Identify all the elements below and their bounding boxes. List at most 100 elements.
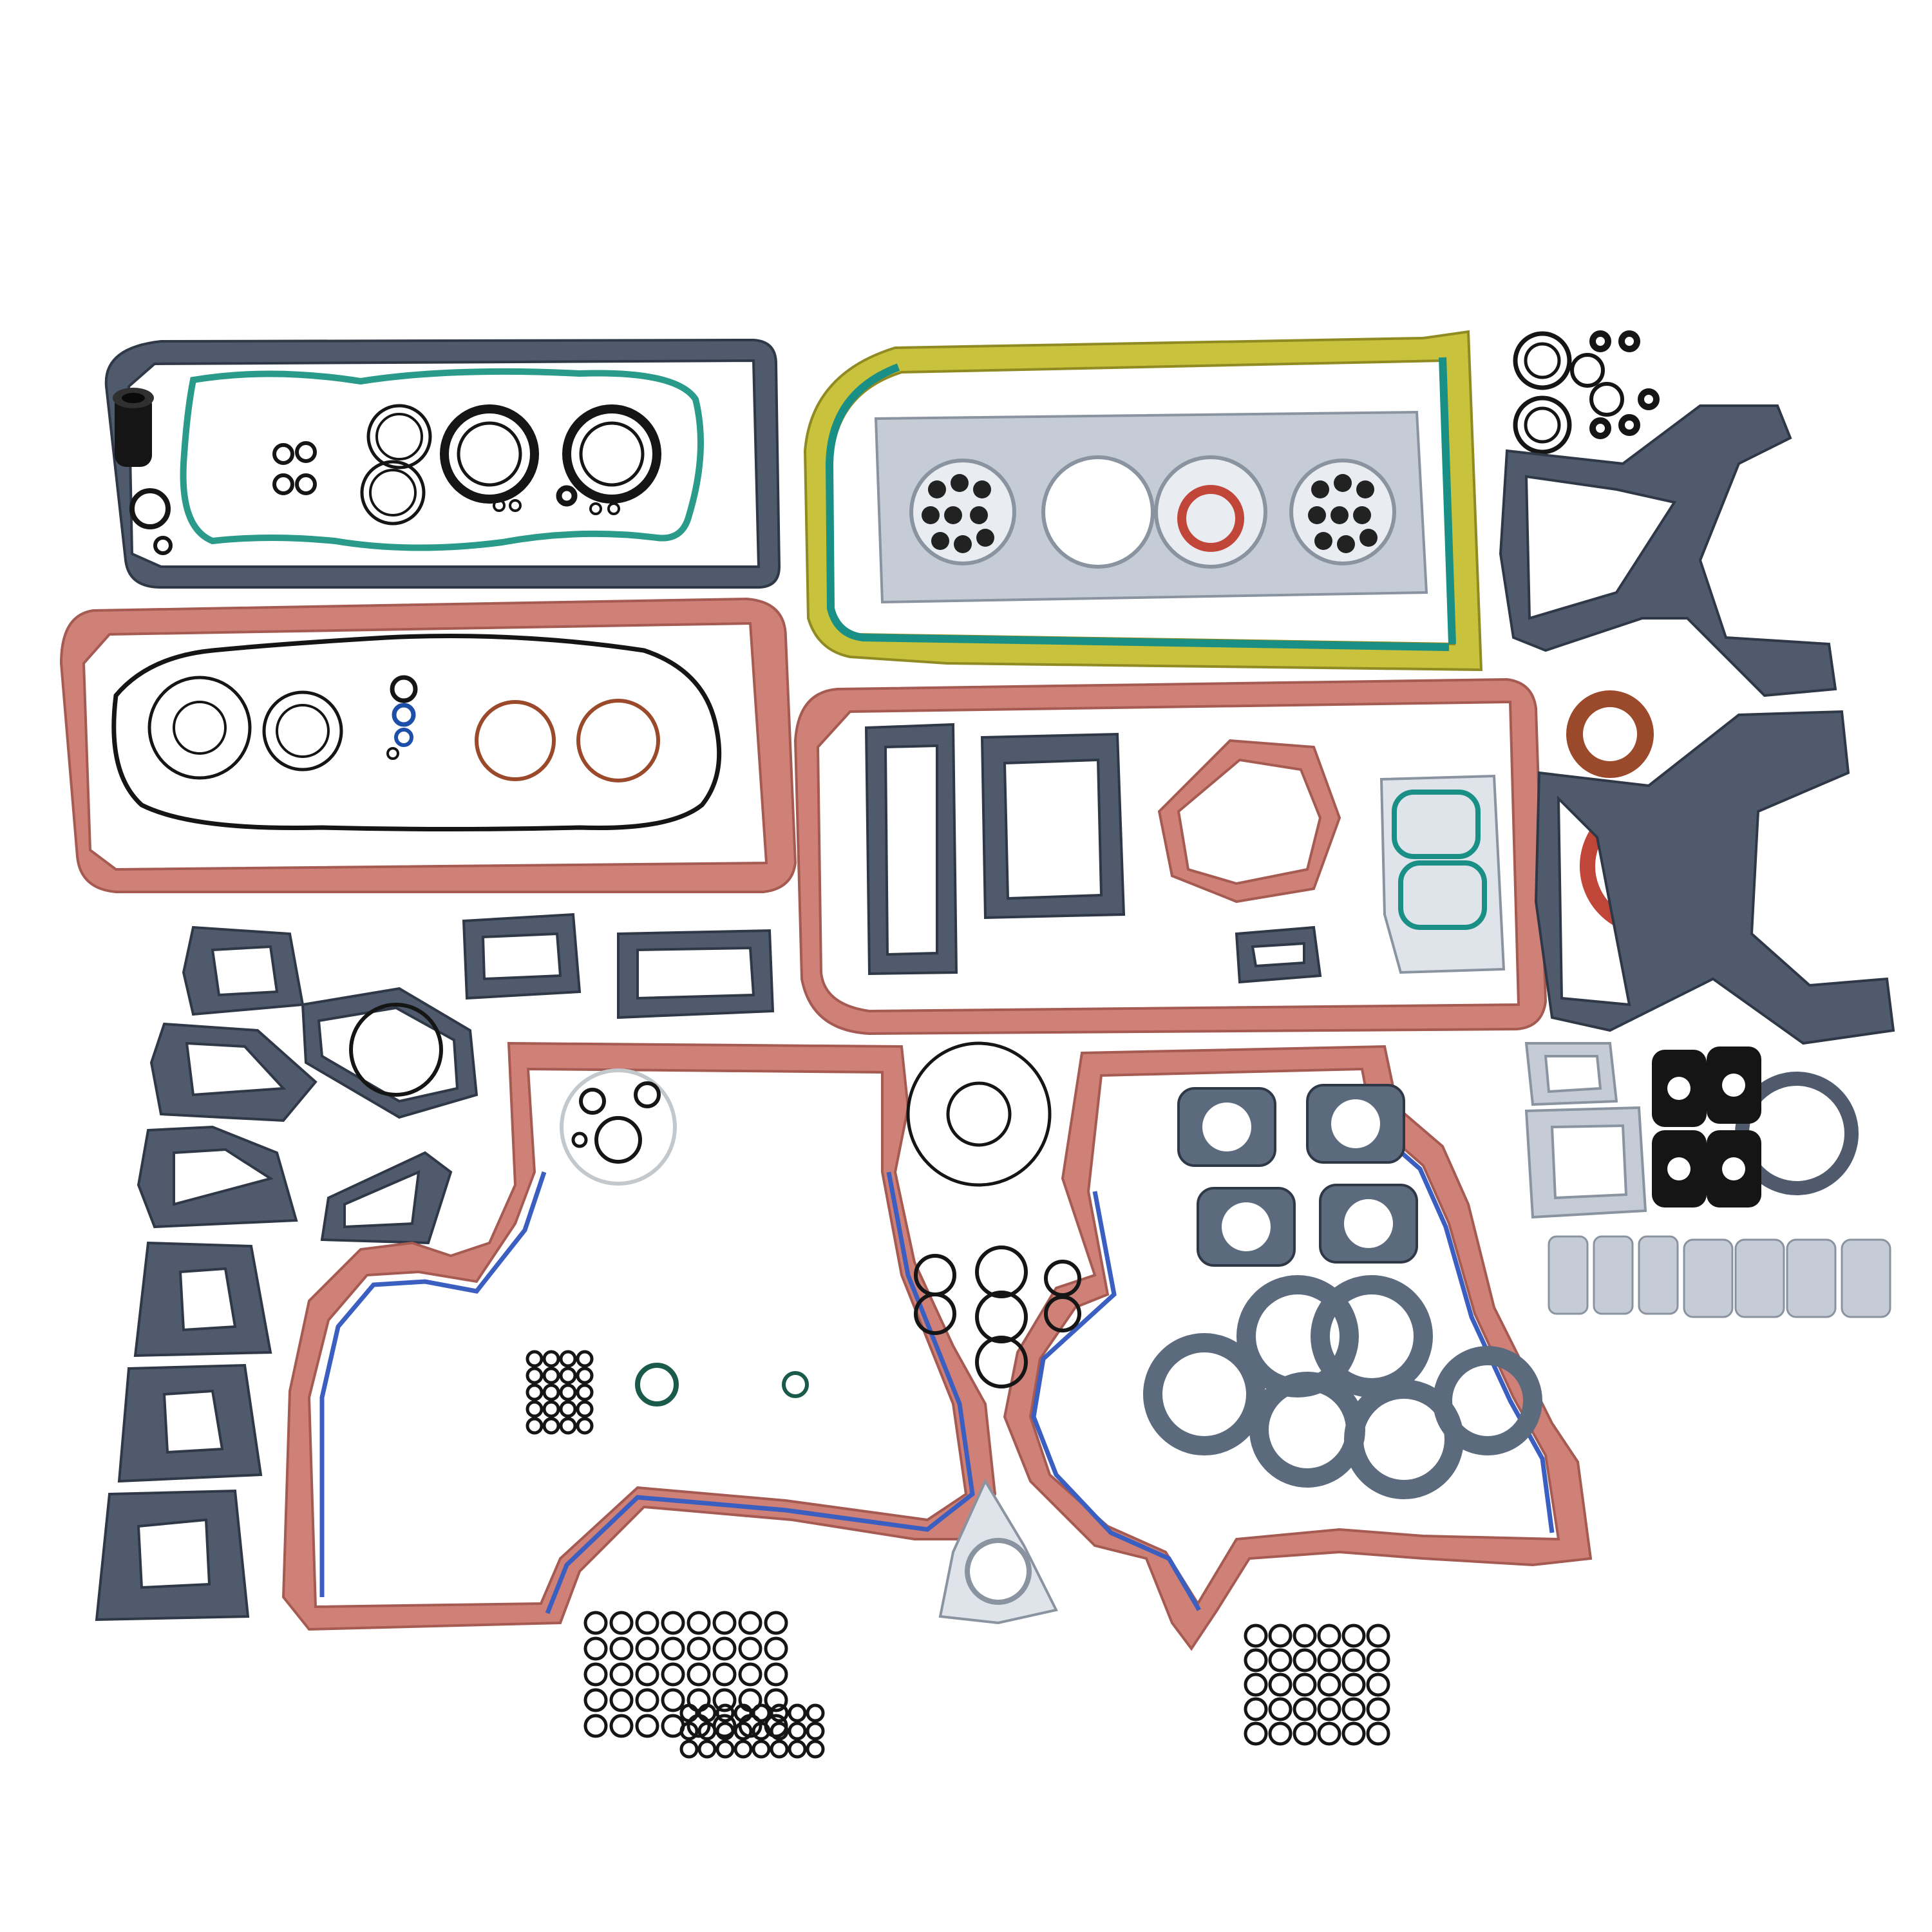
o-ring [1293,1721,1317,1746]
o-ring [1317,1721,1341,1746]
o-ring [1366,1697,1390,1721]
o-ring [576,1350,594,1368]
o-ring [576,1367,594,1385]
black-sleeve [113,388,154,467]
yellow-oil-pan-gasket [803,330,1483,672]
o-ring [583,1714,608,1738]
teal-valve-cover-seal [180,368,704,551]
o-ring [609,1636,634,1661]
left-middle-gaskets [301,913,775,1245]
right-small-gaskets [1524,1042,1891,1318]
o-ring [1293,1672,1317,1697]
o-ring [1341,1721,1366,1746]
o-ring [1317,1672,1341,1697]
o-ring [1366,1672,1390,1697]
o-ring [1366,1721,1390,1746]
o-ring [576,1400,594,1418]
o-ring [661,1662,685,1687]
o-ring [1268,1721,1293,1746]
timing-cover-gasket-upper [1499,404,1837,697]
red-oil-pan-gasket [59,597,797,893]
o-ring [679,1739,699,1759]
o-ring [712,1636,737,1661]
o-ring [542,1400,560,1418]
o-ring [734,1721,753,1741]
oring-group-top-left [129,404,661,555]
timing-cover-gasket-lower [1534,710,1895,1045]
o-ring [661,1611,685,1635]
oring-group-second-row [147,675,660,782]
o-ring [542,1383,560,1401]
o-ring [1268,1672,1293,1697]
oring-group-center [560,1041,1081,1406]
o-ring [1317,1697,1341,1721]
o-ring [609,1688,634,1712]
o-ring [1293,1697,1317,1721]
o-ring [1366,1648,1390,1672]
oring-clusters-bottom [526,1350,1390,1759]
o-ring [1341,1697,1366,1721]
o-ring [635,1611,659,1635]
o-ring [635,1714,659,1738]
o-ring [1244,1721,1268,1746]
o-ring [661,1688,685,1712]
o-ring [583,1662,608,1687]
o-ring [734,1703,753,1723]
o-ring [583,1636,608,1661]
o-ring [526,1350,544,1368]
o-ring [712,1611,737,1635]
valve-stem-seals [922,474,1378,553]
o-ring [559,1417,577,1435]
o-ring [770,1703,789,1723]
o-ring [764,1611,788,1635]
bottom-red-gasket-left [281,1041,997,1631]
o-ring [1317,1624,1341,1648]
o-ring [738,1662,762,1687]
o-ring [697,1703,717,1723]
o-ring [1293,1624,1317,1648]
o-ring [715,1721,735,1741]
o-ring [764,1636,788,1661]
o-ring [583,1688,608,1712]
o-ring [697,1721,717,1741]
o-ring [609,1611,634,1635]
oil-pan-gasket [104,338,781,589]
black-wavy-seal [111,634,722,831]
o-ring [806,1703,825,1723]
o-ring [1341,1672,1366,1697]
o-ring [738,1636,762,1661]
injector-sleeve-seals [1143,1275,1542,1499]
left-column-gaskets [95,925,317,1622]
dark-cover-gaskets-center [864,723,1341,984]
o-ring [687,1662,711,1687]
o-ring [1268,1624,1293,1648]
o-ring [770,1739,789,1759]
o-ring [609,1714,634,1738]
o-ring [770,1721,789,1741]
o-ring [1268,1697,1293,1721]
oring-group-top-right [1513,330,1660,455]
o-ring [715,1703,735,1723]
o-ring [635,1688,659,1712]
o-ring [1244,1697,1268,1721]
o-ring [764,1688,788,1712]
o-ring [609,1662,634,1687]
o-ring [806,1739,825,1759]
cylinder-head-gasket [874,410,1428,604]
o-ring [542,1350,560,1368]
o-ring [752,1721,771,1741]
o-ring [661,1636,685,1661]
o-ring [1341,1624,1366,1648]
o-ring [526,1367,544,1385]
o-ring [559,1367,577,1385]
metal-exhaust-flange [938,1478,1058,1625]
o-ring [635,1636,659,1661]
o-ring [542,1417,560,1435]
o-ring [1366,1624,1390,1648]
o-ring [1317,1648,1341,1672]
o-ring [1341,1648,1366,1672]
o-ring [526,1383,544,1401]
o-ring [1244,1624,1268,1648]
o-ring [687,1611,711,1635]
o-ring [526,1417,544,1435]
